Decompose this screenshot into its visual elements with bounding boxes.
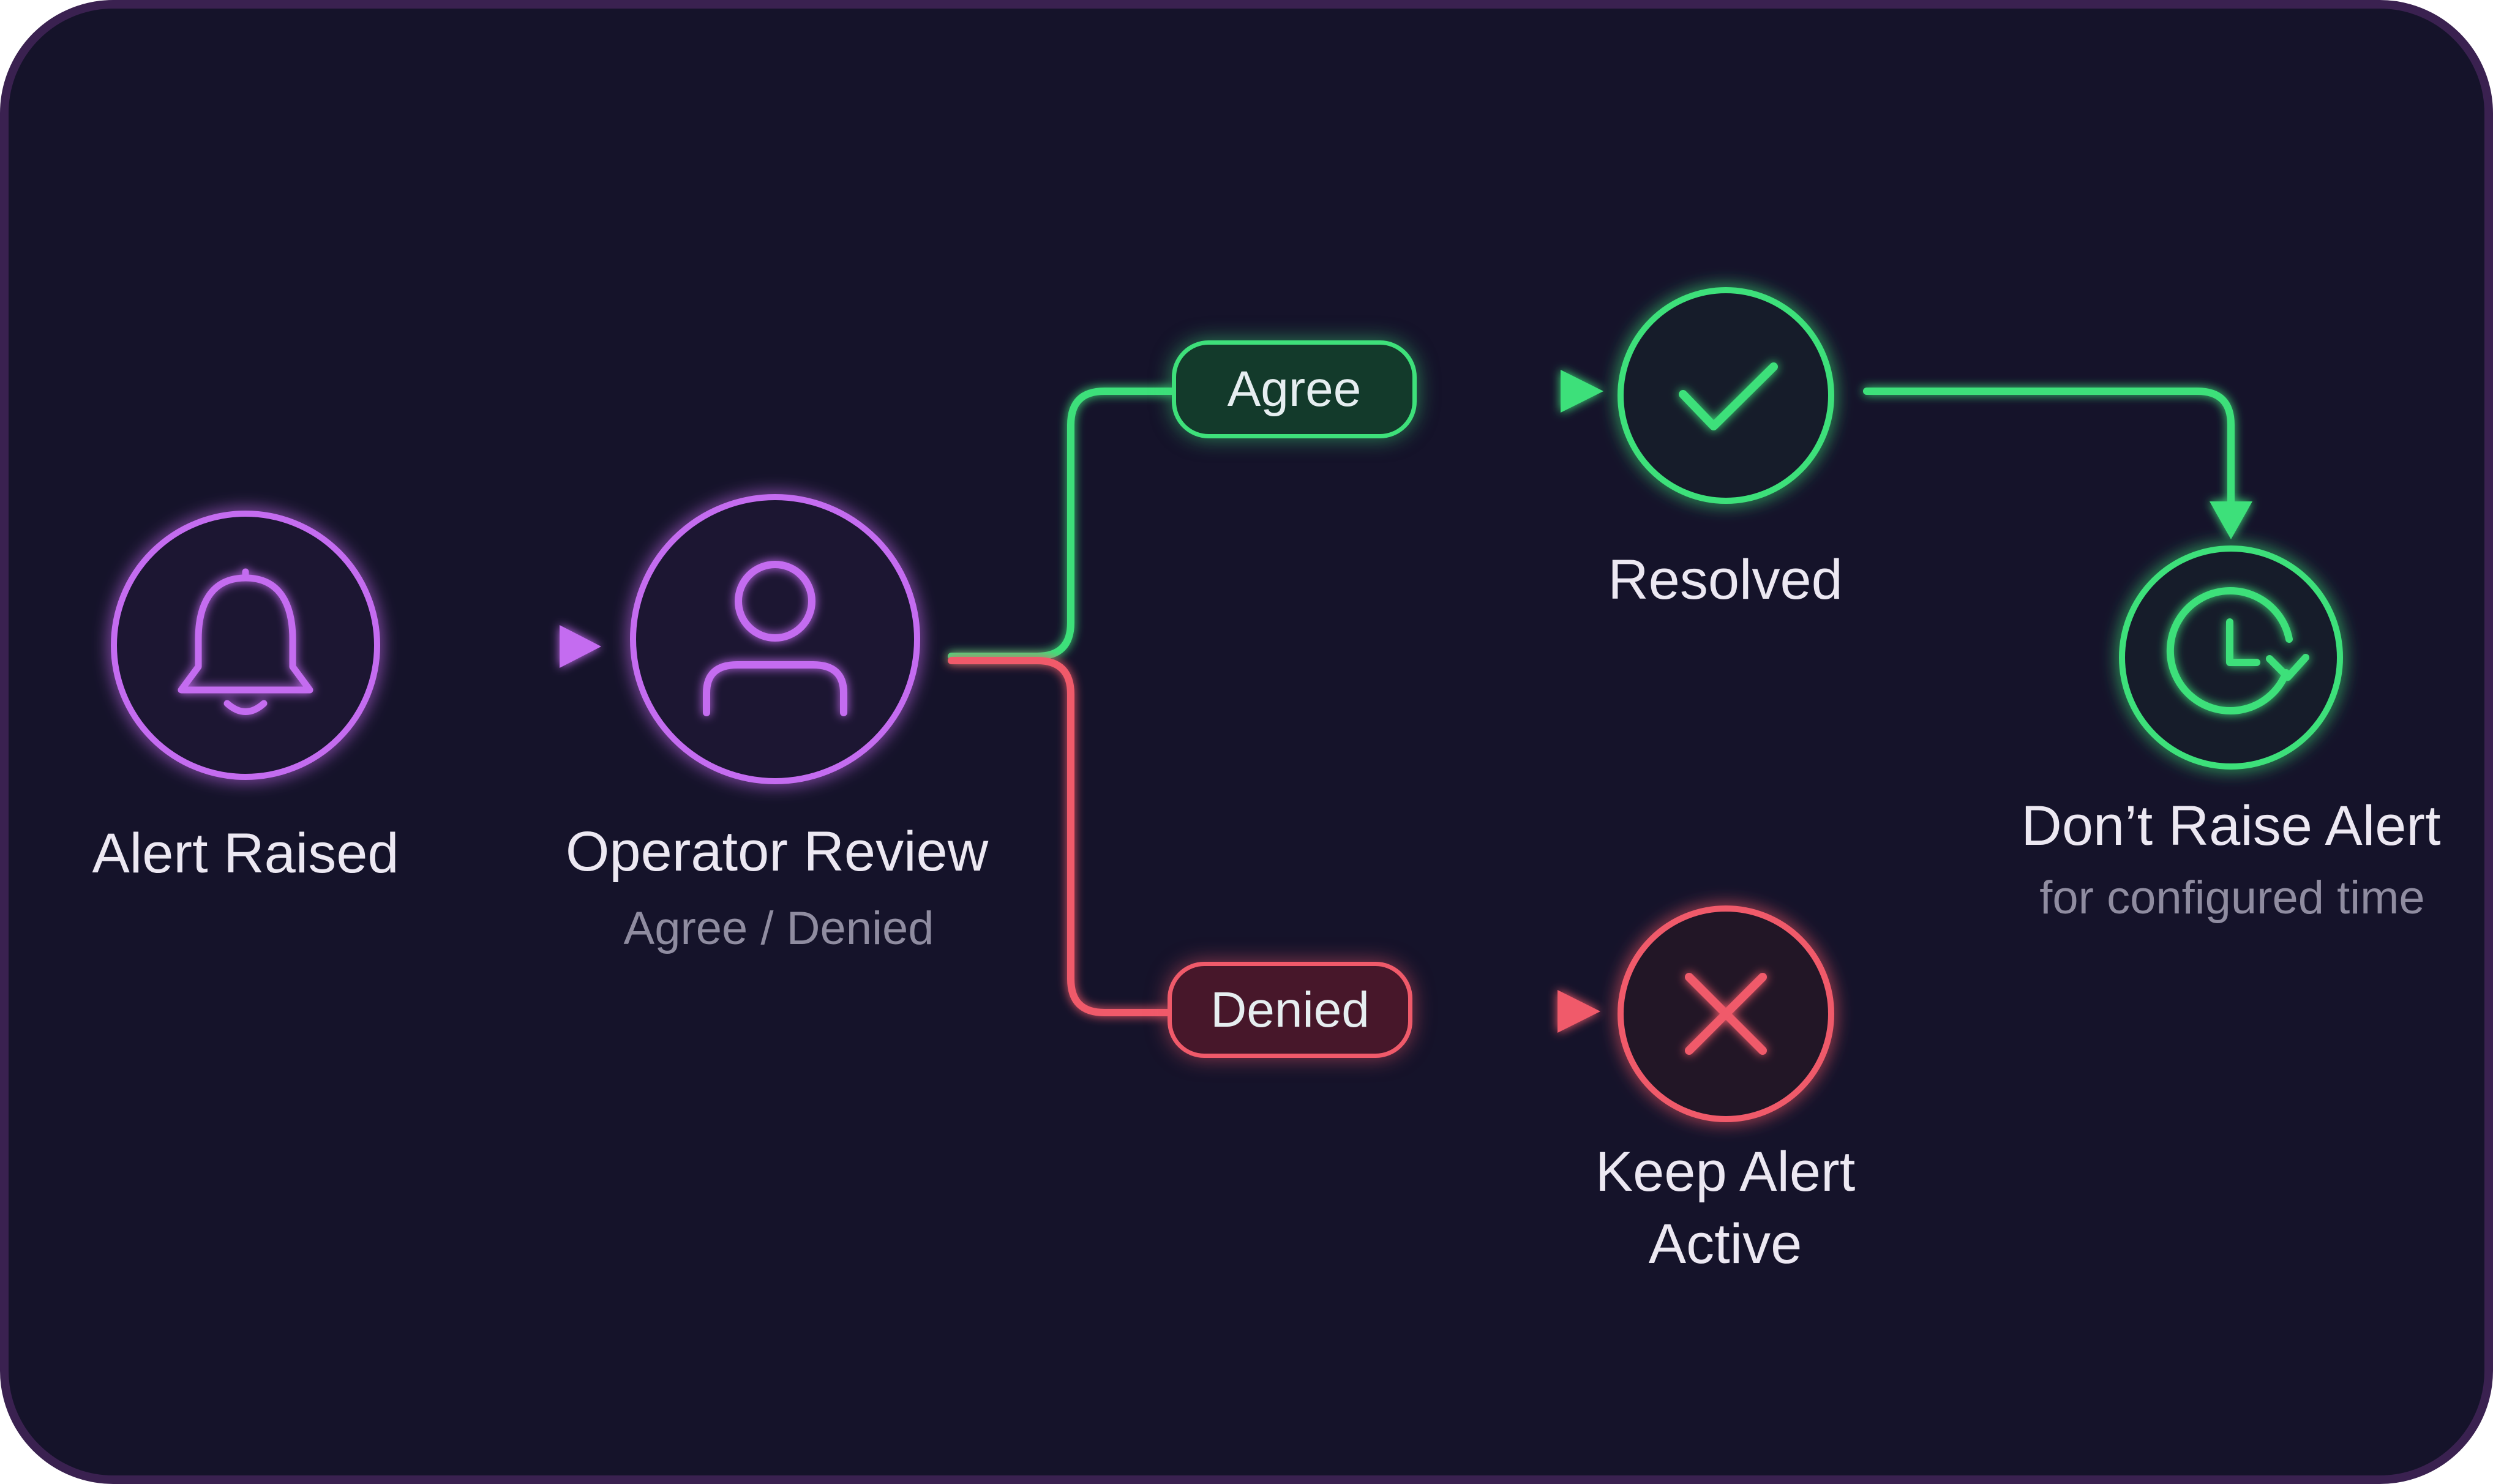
checkmark-icon: [1679, 362, 1778, 430]
resolved-label: Resolved: [1608, 549, 1843, 611]
flow-diagram: [111, 287, 2343, 1122]
close-x-icon: [1685, 973, 1767, 1055]
operator-review-sublabel: Agree / Denied: [623, 902, 934, 954]
keep-alert-active-label: Keep Alert Active: [1595, 1141, 1856, 1275]
dont-raise-alert-sublabel: for configured time: [2039, 872, 2425, 924]
alert-raised-node: [111, 511, 380, 780]
bell-icon: [178, 568, 313, 715]
agree-branch-label: Agree: [1172, 340, 1417, 438]
alert-raised-label: Alert Raised: [92, 822, 399, 885]
clock-refresh-icon: [2166, 587, 2309, 714]
arrow-resolved-to-dont-raise: [1863, 388, 2252, 539]
dont-raise-alert-node: [2119, 545, 2343, 770]
dont-raise-alert-label: Don’t Raise Alert: [2021, 795, 2441, 857]
arrow-alert-to-review: [409, 625, 601, 668]
denied-branch-label: Denied: [1168, 962, 1412, 1058]
resolved-node: [1618, 287, 1834, 504]
operator-review-node: [630, 494, 920, 784]
operator-review-label: Operator Review: [565, 820, 989, 883]
user-icon: [703, 561, 847, 716]
branch-denied-line: [948, 657, 1600, 1033]
branch-agree-line: [948, 370, 1603, 660]
keep-alert-active-node: [1618, 905, 1834, 1122]
